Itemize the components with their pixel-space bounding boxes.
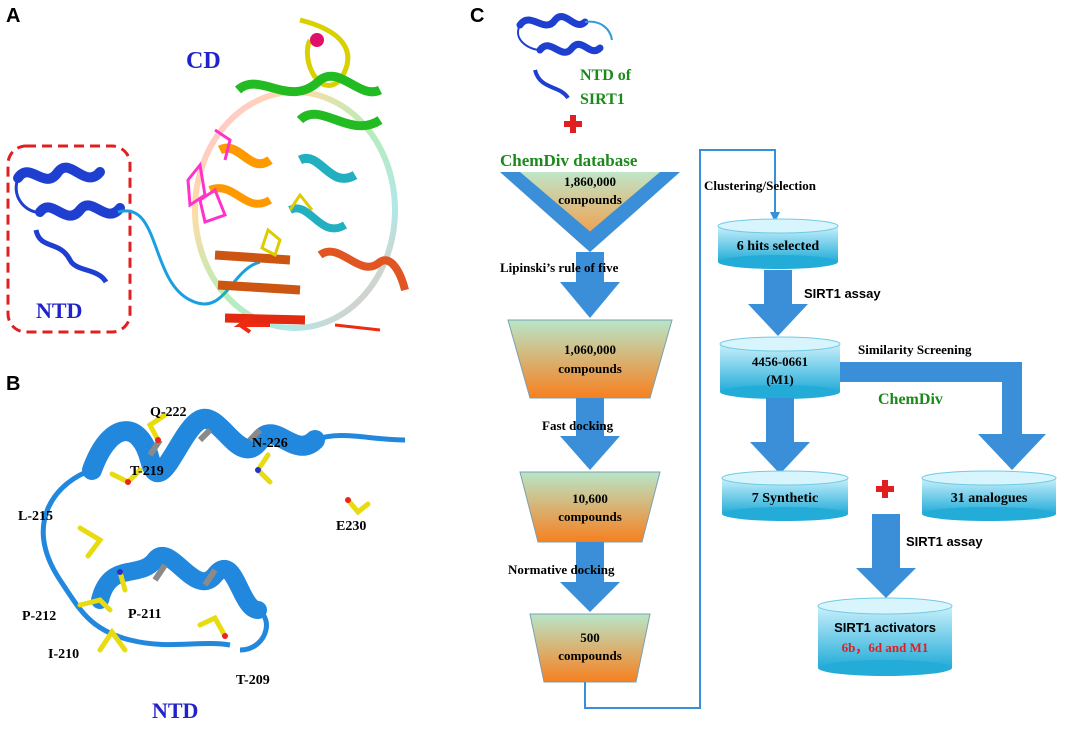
residue-t219: T-219 — [130, 464, 164, 479]
cylinder-7-synthetic — [721, 470, 849, 521]
funnel-top-unit: compounds — [558, 192, 622, 207]
activators-label: SIRT1 activators — [834, 620, 936, 635]
box-1060000 — [507, 319, 673, 399]
ntd-label-b: NTD — [152, 698, 198, 723]
box-10600 — [519, 471, 661, 543]
synthetic-label: 7 Synthetic — [752, 491, 819, 506]
ntd-dashed-box — [6, 144, 132, 334]
panel-b-letter: B — [6, 373, 20, 395]
box3-count: 10,600 — [572, 491, 608, 506]
residue-p211: P-211 — [128, 607, 161, 622]
residue-l215: L-215 — [18, 509, 53, 524]
side-chains — [77, 412, 371, 653]
m1-line2: (M1) — [766, 372, 793, 387]
chemdiv-database-label: ChemDiv database — [500, 151, 638, 170]
assay1-label: SIRT1 assay — [804, 286, 881, 301]
ntd-ribbon-a — [13, 162, 125, 284]
sirt1-label: SIRT1 — [580, 91, 625, 108]
residue-i210: I-210 — [48, 647, 79, 662]
ntd-icon-c — [516, 13, 613, 100]
box2-unit: compounds — [558, 361, 622, 376]
arrow-down-4 — [748, 270, 808, 336]
cd-label: CD — [186, 48, 221, 74]
funnel-top-count: 1,860,000 — [564, 174, 616, 189]
box4-count: 500 — [580, 630, 600, 645]
step-fast-docking: Fast docking — [542, 418, 614, 433]
arrow-down-2 — [560, 398, 620, 470]
panel-b: B — [6, 373, 406, 723]
funnel-triangle — [500, 172, 680, 252]
ntd-label-a: NTD — [36, 298, 82, 323]
cylinder-activators — [817, 597, 953, 676]
arrow-down-1 — [560, 252, 620, 318]
chemdiv-label: ChemDiv — [878, 391, 943, 408]
similarity-branch-arrow — [840, 362, 1046, 470]
ntd-of-label: NTD of — [580, 67, 632, 84]
panel-a-letter: A — [6, 5, 20, 27]
ntd-ribbon-b — [40, 409, 406, 653]
assay2-label: SIRT1 assay — [906, 534, 983, 549]
box2-count: 1,060,000 — [564, 342, 616, 357]
arrow-down-6 — [856, 514, 916, 598]
step-normative-docking: Normative docking — [508, 562, 615, 577]
similarity-label: Similarity Screening — [858, 342, 972, 357]
hits-label: 6 hits selected — [737, 239, 820, 254]
plus-icon-right — [876, 480, 894, 498]
cylinder-m1 — [719, 336, 841, 399]
residue-n226: N-226 — [252, 436, 288, 451]
plus-icon-top — [564, 115, 582, 133]
residue-e230: E230 — [336, 519, 366, 534]
m1-line1: 4456-0661 — [752, 354, 808, 369]
residue-q222: Q-222 — [150, 405, 187, 420]
step-lipinski: Lipinski’s rule of five — [500, 260, 619, 275]
activators-names: 6b，6d and M1 — [842, 640, 929, 655]
cd-domain — [186, 17, 409, 334]
clustering-label: Clustering/Selection — [704, 178, 817, 193]
panel-c-letter: C — [470, 5, 484, 27]
connector-line — [584, 149, 776, 709]
residue-p212: P-212 — [22, 609, 56, 624]
panel-a: A NTD — [6, 5, 409, 334]
cylinder-6-hits — [717, 218, 839, 269]
box-500 — [529, 613, 651, 683]
panel-c: C NTD of SIRT1 ChemDiv database 1,860,00… — [470, 5, 1057, 709]
box4-unit: compounds — [558, 648, 622, 663]
connector-arrowhead — [770, 212, 780, 222]
arrow-down-5 — [750, 398, 810, 474]
arrow-down-3 — [560, 542, 620, 612]
analogues-label: 31 analogues — [951, 491, 1028, 506]
cylinder-31-analogues — [921, 470, 1057, 521]
box3-unit: compounds — [558, 509, 622, 524]
side-chain-atoms — [117, 437, 351, 639]
residue-t209: T-209 — [236, 673, 270, 688]
linker-loop — [117, 209, 261, 306]
